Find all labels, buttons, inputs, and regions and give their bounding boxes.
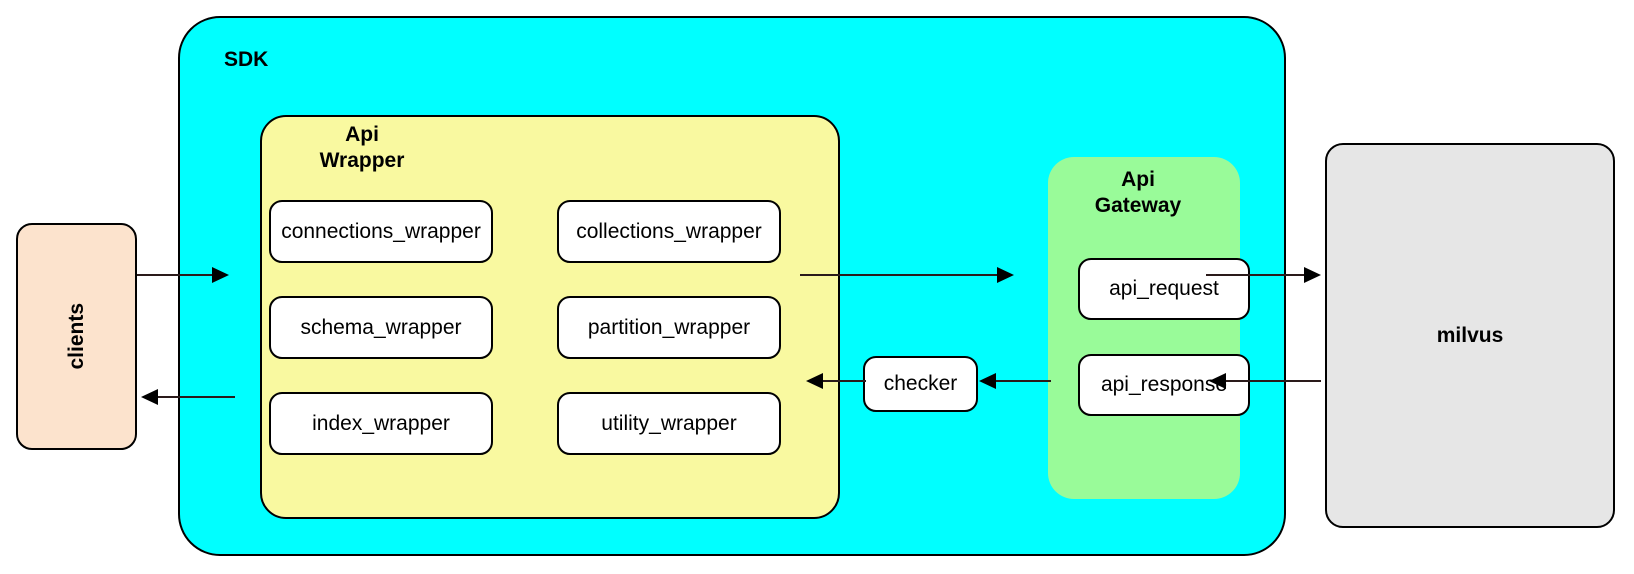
arrow-clients-to-wrapper	[137, 267, 229, 283]
wrapper-label: connections_wrapper	[281, 219, 481, 243]
api-gateway-title: Api Gateway	[1048, 167, 1228, 220]
checker-node[interactable]: checker	[863, 356, 978, 412]
api-gateway-title-line1: Api	[1121, 168, 1155, 191]
sdk-container[interactable]: SDK Api Wrapper connections_wrapper coll…	[178, 16, 1286, 556]
arrow-checker-to-wrapper	[806, 373, 866, 389]
api-gateway-title-line2: Gateway	[1094, 194, 1182, 218]
arrow-wrapper-to-api-request	[800, 267, 1014, 283]
milvus-label: milvus	[1436, 323, 1504, 347]
api-response-label: api_response	[1100, 373, 1228, 397]
api-gateway-container[interactable]: Api Gateway api_request api_response	[1048, 157, 1250, 499]
api-request-label: api_request	[1109, 277, 1219, 301]
wrapper-label: schema_wrapper	[300, 315, 462, 339]
wrapper-label: index_wrapper	[312, 411, 450, 435]
wrapper-label: partition_wrapper	[587, 315, 751, 339]
api-request-node[interactable]: api_request	[1078, 258, 1250, 320]
arrow-api-response-to-checker	[979, 373, 1051, 389]
wrapper-box-partition[interactable]: partition_wrapper	[557, 296, 781, 359]
arrow-milvus-to-api-response	[1209, 373, 1321, 389]
wrapper-label: utility_wrapper	[601, 411, 737, 435]
clients-label: clients	[64, 303, 88, 370]
arrow-wrapper-to-clients	[141, 389, 235, 405]
arrow-api-request-to-milvus	[1206, 267, 1321, 283]
wrapper-box-connections[interactable]: connections_wrapper	[269, 200, 493, 263]
sdk-title: SDK	[224, 48, 269, 71]
milvus-node[interactable]: milvus	[1325, 143, 1615, 528]
api-wrapper-container[interactable]: Api Wrapper connections_wrapper collecti…	[260, 115, 840, 519]
wrapper-box-collections[interactable]: collections_wrapper	[557, 200, 781, 263]
checker-label: checker	[883, 372, 958, 396]
api-wrapper-title-line1: Api	[345, 123, 379, 146]
api-wrapper-title: Api Wrapper	[262, 122, 462, 175]
api-wrapper-title-line2: Wrapper	[319, 149, 405, 173]
wrapper-box-index[interactable]: index_wrapper	[269, 392, 493, 455]
wrapper-box-schema[interactable]: schema_wrapper	[269, 296, 493, 359]
wrapper-label: collections_wrapper	[576, 219, 762, 243]
clients-node[interactable]: clients	[16, 223, 137, 450]
wrapper-box-utility[interactable]: utility_wrapper	[557, 392, 781, 455]
